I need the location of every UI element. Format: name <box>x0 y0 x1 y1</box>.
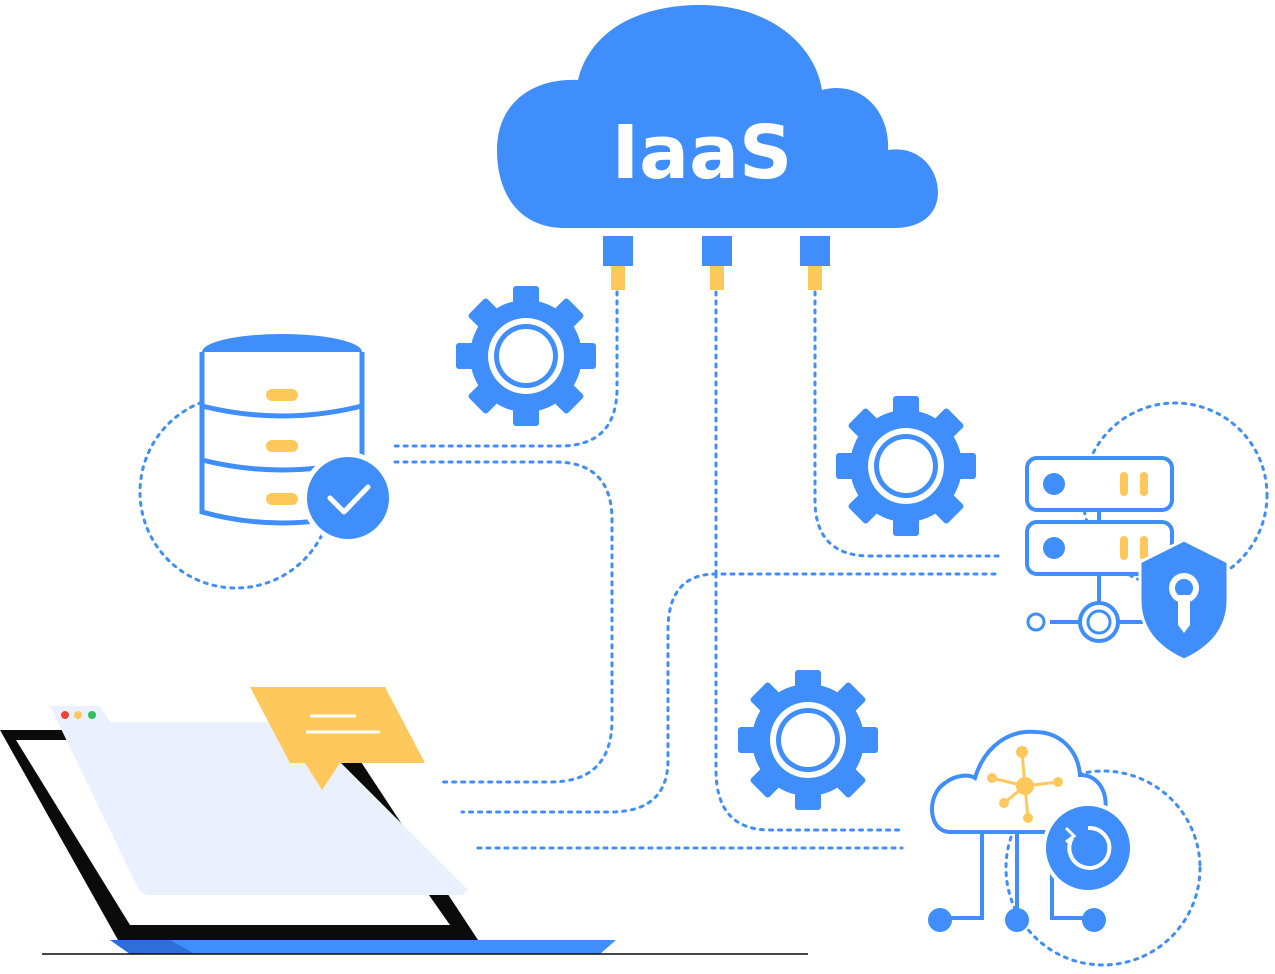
server-shield-icon <box>1025 456 1230 662</box>
gear-icon <box>738 670 878 810</box>
sync-icon <box>1042 802 1134 894</box>
cloud-plug-left <box>603 236 633 290</box>
check-badge-icon <box>302 452 394 544</box>
cloud-network-sync-icon <box>928 729 1134 932</box>
database-check-icon <box>199 334 394 544</box>
cloud-plug-center <box>702 236 732 290</box>
window-buttons <box>61 711 96 719</box>
chat-bubble-icon <box>250 687 425 790</box>
gear-icon <box>456 286 596 426</box>
gear-icon <box>836 396 976 536</box>
cloud-label: IaaS <box>612 110 793 196</box>
laptop-chat-icon <box>0 687 808 955</box>
cloud-plug-right <box>800 236 830 290</box>
cloud-icon: IaaS <box>497 5 938 290</box>
